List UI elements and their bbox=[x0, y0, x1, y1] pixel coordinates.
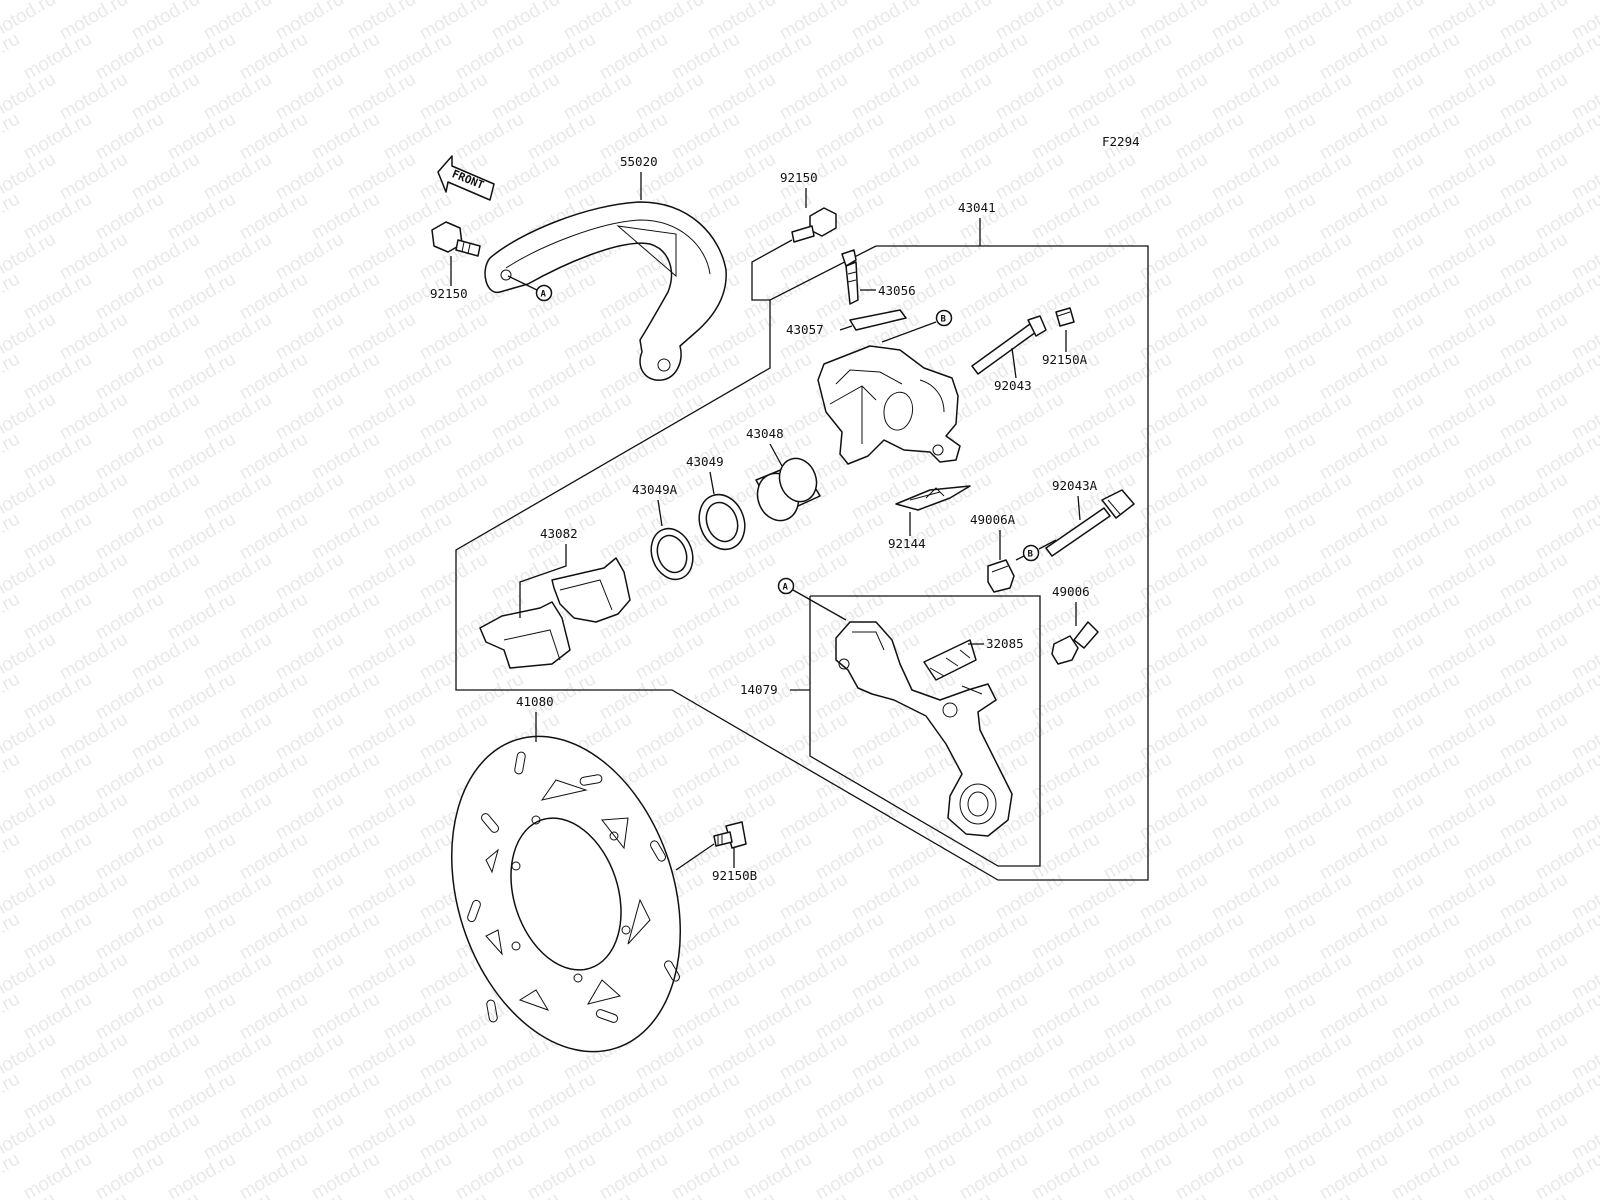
figure-code: F2294 bbox=[1102, 134, 1140, 149]
caliper-pin-a-part bbox=[1045, 489, 1135, 557]
label-41080: 41080 bbox=[516, 694, 554, 709]
label-49006: 49006 bbox=[1052, 584, 1090, 599]
label-43049: 43049 bbox=[686, 454, 724, 469]
brake-disc-part bbox=[450, 735, 682, 1053]
label-92150B: 92150B bbox=[712, 868, 757, 883]
disc-bolt-part bbox=[713, 821, 747, 849]
label-43056: 43056 bbox=[878, 283, 916, 298]
label-43057: 43057 bbox=[786, 322, 824, 337]
bolt-left-part bbox=[431, 221, 481, 257]
caliper-pin-part bbox=[971, 315, 1047, 375]
ref-a-guard-label: A bbox=[541, 290, 547, 300]
ref-b-top-label: B bbox=[941, 315, 947, 325]
ref-b-lower-icon bbox=[1022, 544, 1040, 562]
label-92043: 92043 bbox=[994, 378, 1032, 393]
label-43082: 43082 bbox=[540, 526, 578, 541]
caliper-guard-part bbox=[484, 201, 727, 381]
bolt-top-part bbox=[791, 207, 837, 243]
caliper-body-part bbox=[817, 345, 961, 465]
label-43048: 43048 bbox=[746, 426, 784, 441]
label-49006A: 49006A bbox=[970, 512, 1016, 527]
label-92150-left: 92150 bbox=[430, 286, 468, 301]
ref-b-lower-label: B bbox=[1028, 550, 1034, 560]
pad-retainer-part bbox=[923, 639, 977, 681]
ref-b-top-icon bbox=[935, 309, 953, 327]
dust-seal-part bbox=[650, 527, 694, 581]
label-43049A: 43049A bbox=[632, 482, 678, 497]
pad-spring-part bbox=[895, 485, 971, 511]
piston-part bbox=[755, 457, 821, 522]
label-43041: 43041 bbox=[958, 200, 996, 215]
label-92150-top: 92150 bbox=[780, 170, 818, 185]
caliper-bracket-part bbox=[835, 621, 1013, 837]
pin-boot-a-part bbox=[987, 559, 1015, 593]
ref-a-guard-icon bbox=[535, 284, 553, 302]
label-32085: 32085 bbox=[986, 636, 1024, 651]
front-arrow-icon: FRONT bbox=[437, 155, 495, 201]
pin-boot-part bbox=[1051, 621, 1099, 665]
label-14079: 14079 bbox=[740, 682, 778, 697]
ref-a-lower-icon bbox=[777, 577, 795, 595]
label-92144: 92144 bbox=[888, 536, 926, 551]
label-55020: 55020 bbox=[620, 154, 658, 169]
label-92043A: 92043A bbox=[1052, 478, 1098, 493]
pin-plug-part bbox=[1055, 307, 1075, 327]
brake-pads-part bbox=[479, 557, 631, 669]
bracket-subassembly-outline bbox=[809, 595, 1041, 867]
bleeder-valve-part bbox=[841, 249, 859, 305]
ref-a-lower-label: A bbox=[783, 583, 789, 593]
label-92150A: 92150A bbox=[1042, 352, 1088, 367]
piston-seal-part bbox=[698, 493, 746, 551]
bleeder-cap-part bbox=[849, 309, 907, 331]
assembly-outline bbox=[455, 245, 1149, 881]
